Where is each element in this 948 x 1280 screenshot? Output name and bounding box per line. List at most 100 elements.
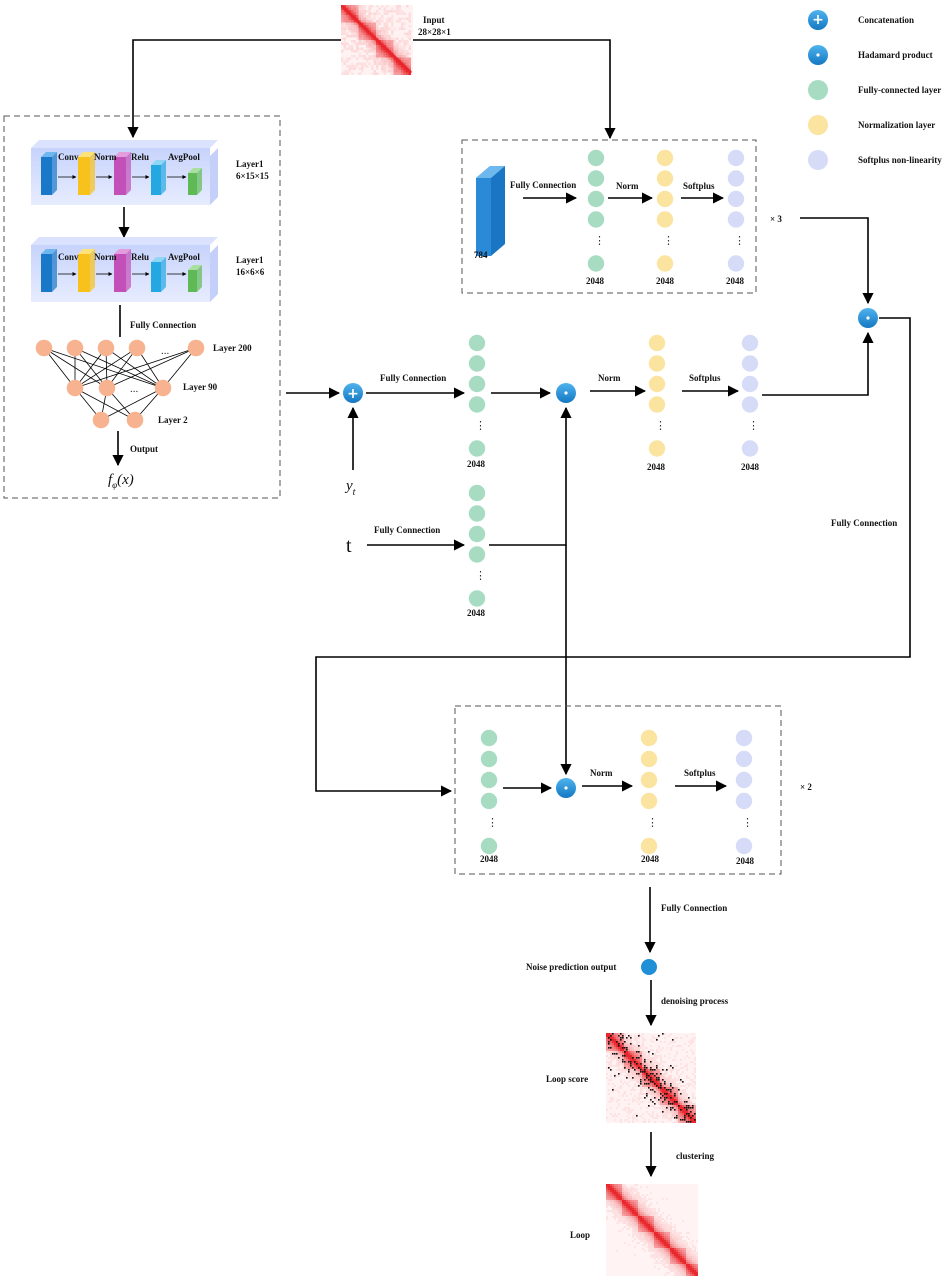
loop-speck	[644, 1069, 646, 1071]
heat-cell	[682, 1101, 684, 1103]
heat-cell	[674, 1230, 676, 1232]
heat-cell	[614, 1196, 616, 1198]
heat-cell	[674, 1083, 676, 1085]
heat-cell	[694, 1117, 696, 1119]
heat-cell	[608, 1079, 610, 1081]
heat-cell	[658, 1208, 660, 1210]
heat-cell	[391, 25, 394, 28]
heat-cell	[666, 1230, 668, 1232]
heat-cell	[366, 17, 369, 20]
heat-cell	[686, 1063, 688, 1065]
heat-cell	[654, 1240, 656, 1242]
layer1-dims: 6×15×15	[236, 171, 269, 181]
heat-cell	[610, 1194, 612, 1196]
heat-cell	[674, 1103, 676, 1105]
heat-cell	[672, 1246, 674, 1248]
loop-speck	[678, 1105, 680, 1107]
heat-cell	[690, 1264, 692, 1266]
heat-cell	[636, 1206, 638, 1208]
heat-cell	[680, 1260, 682, 1262]
heat-cell	[642, 1061, 644, 1063]
heat-cell	[670, 1077, 672, 1079]
heat-cell	[662, 1238, 664, 1240]
top-softplus-column: ⋮	[727, 149, 745, 272]
heat-cell	[646, 1206, 648, 1208]
heat-cell	[654, 1087, 656, 1089]
heat-cell	[680, 1097, 682, 1099]
heat-cell	[343, 37, 346, 40]
heat-cell	[630, 1075, 632, 1077]
heat-cell	[620, 1212, 622, 1214]
heat-cell	[616, 1214, 618, 1216]
heat-cell	[386, 45, 389, 48]
heat-cell	[674, 1228, 676, 1230]
heat-cell	[686, 1248, 688, 1250]
legend-label: Normalization layer	[858, 120, 935, 130]
heat-cell	[640, 1222, 642, 1224]
noise-output-label: Noise prediction output	[526, 962, 616, 972]
heat-cell	[682, 1254, 684, 1256]
cnn-op-blocks	[41, 249, 202, 292]
heat-cell	[388, 35, 391, 38]
loop-speck	[638, 1073, 640, 1075]
heat-cell	[624, 1186, 626, 1188]
mlp-edge	[74, 347, 197, 389]
heat-cell	[686, 1051, 688, 1053]
heat-cell	[628, 1049, 630, 1051]
heat-cell	[658, 1081, 660, 1083]
heat-cell	[690, 1039, 692, 1041]
heat-cell	[401, 17, 404, 20]
relu-block-side	[126, 152, 131, 195]
heat-cell	[361, 15, 364, 18]
heat-cell	[620, 1186, 622, 1188]
heat-cell	[622, 1053, 624, 1055]
loop-speck	[612, 1089, 614, 1091]
heat-cell	[636, 1041, 638, 1043]
heat-cell	[648, 1089, 650, 1091]
heat-cell	[684, 1091, 686, 1093]
heat-cell	[383, 65, 386, 68]
heat-cell	[373, 72, 376, 75]
heat-cell	[658, 1216, 660, 1218]
heat-cell	[610, 1057, 612, 1059]
heat-cell	[640, 1220, 642, 1222]
heat-cell	[343, 47, 346, 50]
heat-cell	[408, 15, 411, 18]
heat-cell	[630, 1067, 632, 1069]
heat-cell	[668, 1252, 670, 1254]
heat-cell	[662, 1103, 664, 1105]
heat-cell	[628, 1073, 630, 1075]
node	[587, 190, 605, 208]
heat-cell	[616, 1186, 618, 1188]
loop-speck	[630, 1061, 632, 1063]
heat-cell	[680, 1113, 682, 1115]
loop-speck	[648, 1087, 650, 1089]
heat-cell	[608, 1190, 610, 1192]
heat-cell	[353, 22, 356, 25]
heat-cell	[652, 1085, 654, 1087]
bottom-hadamard-op	[556, 778, 576, 798]
loop-speck	[656, 1079, 658, 1081]
heat-cell	[343, 10, 346, 13]
heat-cell	[650, 1057, 652, 1059]
heat-cell	[406, 52, 409, 55]
mid-fc-size: 2048	[467, 459, 486, 469]
heat-cell	[401, 25, 404, 28]
heat-cell	[618, 1055, 620, 1057]
heat-cell	[626, 1041, 628, 1043]
heat-cell	[672, 1117, 674, 1119]
loop-speck	[644, 1059, 646, 1061]
heat-cell	[686, 1270, 688, 1272]
heat-cell	[654, 1222, 656, 1224]
heat-cell	[684, 1258, 686, 1260]
mid-norm-column: ⋮	[648, 334, 666, 457]
heat-cell	[688, 1274, 690, 1276]
heat-cell	[396, 55, 399, 58]
heat-cell	[606, 1073, 608, 1075]
heat-cell	[658, 1262, 660, 1264]
loop-speck	[650, 1081, 652, 1083]
heat-cell	[670, 1246, 672, 1248]
heat-cell	[672, 1081, 674, 1083]
heat-cell	[620, 1210, 622, 1212]
mlp-edge	[100, 387, 164, 421]
